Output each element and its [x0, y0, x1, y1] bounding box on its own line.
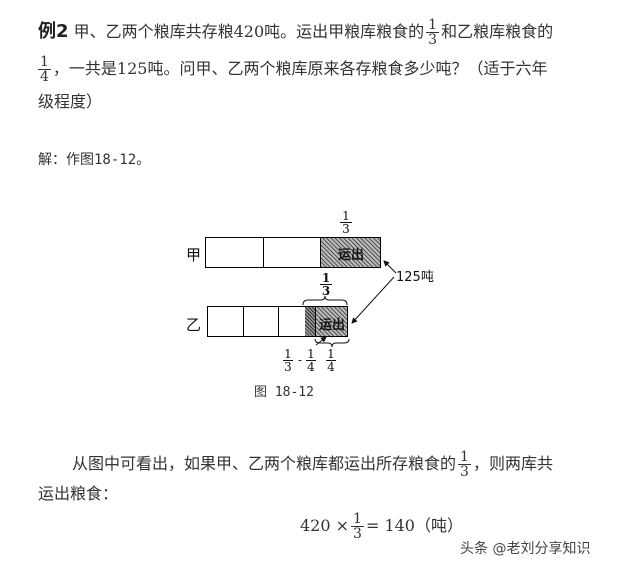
example-label: 例2 — [38, 21, 69, 42]
jia-shipped-hatch — [321, 238, 380, 267]
explanation-text-b: ，则两库共 — [472, 454, 553, 473]
yi-quarter-brace — [314, 338, 350, 348]
diagram-18-12: 1 3 甲 运出 1 3 乙 运出 125吨 — [186, 210, 434, 400]
yi-shipped-hatch — [316, 307, 347, 336]
equation-right: = 140（吨） — [365, 516, 463, 535]
jia-third-fraction: 1 3 — [340, 210, 352, 235]
yi-segment-2 — [243, 307, 279, 336]
figure-caption: 图 18-12 — [254, 385, 314, 400]
equation-left: 420 × — [300, 516, 350, 535]
bar-yi: 运出 — [207, 306, 348, 337]
arrows-to-total — [315, 260, 397, 346]
diff-fraction-b: 1 4 — [306, 347, 316, 374]
problem-line-3: 级程度） — [38, 92, 102, 112]
solution-intro: 解：作图18-12。 — [38, 152, 151, 168]
row-label-jia: 甲 — [186, 246, 202, 264]
quarter-fraction: 1 4 — [326, 347, 336, 374]
explanation-line-2: 运出粮食： — [38, 484, 118, 504]
yi-third-brace — [302, 296, 348, 306]
watermark: 头条 @老刘分享知识 — [460, 541, 591, 557]
yi-difference-hatch — [305, 307, 316, 336]
total-label: 125吨 — [396, 270, 434, 285]
problem-text-1a: 甲、乙两个粮库共存粮420吨。运出甲粮库粮食的 — [73, 22, 425, 41]
problem-text-3: 级程度） — [38, 92, 103, 111]
problem-text-1b: 和乙粮库粮食的 — [441, 22, 554, 41]
yi-shipped-label: 运出 — [318, 318, 345, 333]
diff-fraction-a: 1 3 — [283, 347, 293, 374]
problem-text-2: ，一共是125吨。问甲、乙两个粮库原来各存粮食多少吨？（适于六年 — [52, 59, 548, 78]
jia-shipped-label: 运出 — [337, 248, 364, 263]
row-label-yi: 乙 — [186, 316, 202, 334]
explanation-text-a: 从图中可看出，如果甲、乙两个粮库都运出所存粮食的 — [72, 454, 457, 473]
jia-segment-2 — [263, 238, 321, 267]
explanation-text-c: 运出粮食： — [38, 484, 119, 503]
jia-segment-1 — [206, 238, 264, 267]
diff-minus: - — [297, 353, 303, 367]
yi-segment-1 — [208, 307, 244, 336]
bar-jia: 运出 — [205, 237, 381, 268]
yi-third-fraction: 1 3 — [320, 271, 332, 298]
